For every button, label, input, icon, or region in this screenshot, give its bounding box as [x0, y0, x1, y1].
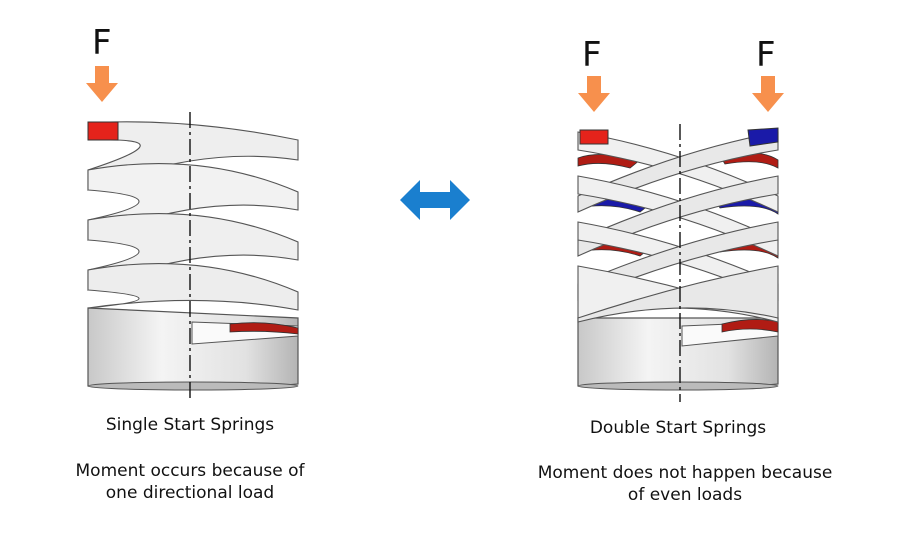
double-start-description-line2: of even loads [627, 485, 743, 505]
spring-end-right-red [579, 129, 609, 145]
spring-end-left [87, 121, 119, 141]
single-start-description-line2: one directional load [105, 483, 275, 503]
double-start-description: Moment does not happen because of even l… [520, 462, 850, 506]
force-label-right-2: F [756, 35, 776, 75]
double-start-title: Double Start Springs [589, 418, 767, 438]
force-arrow-right-2 [752, 76, 784, 112]
compare-double-arrow [400, 180, 470, 220]
force-label-right-1: F [582, 35, 602, 75]
single-start-spring [87, 112, 299, 400]
spring-base-left [87, 307, 299, 391]
double-start-spring [577, 124, 779, 402]
force-arrow-right-1 [578, 76, 610, 112]
single-start-description: Moment occurs because of one directional… [40, 460, 340, 504]
force-label-left: F [92, 23, 112, 63]
double-start-description-line1: Moment does not happen because [537, 463, 833, 483]
spring-end-right-blue [747, 127, 779, 147]
single-start-description-line1: Moment occurs because of [75, 461, 305, 481]
force-arrow-left [86, 66, 118, 102]
single-start-title: Single Start Springs [105, 415, 275, 435]
